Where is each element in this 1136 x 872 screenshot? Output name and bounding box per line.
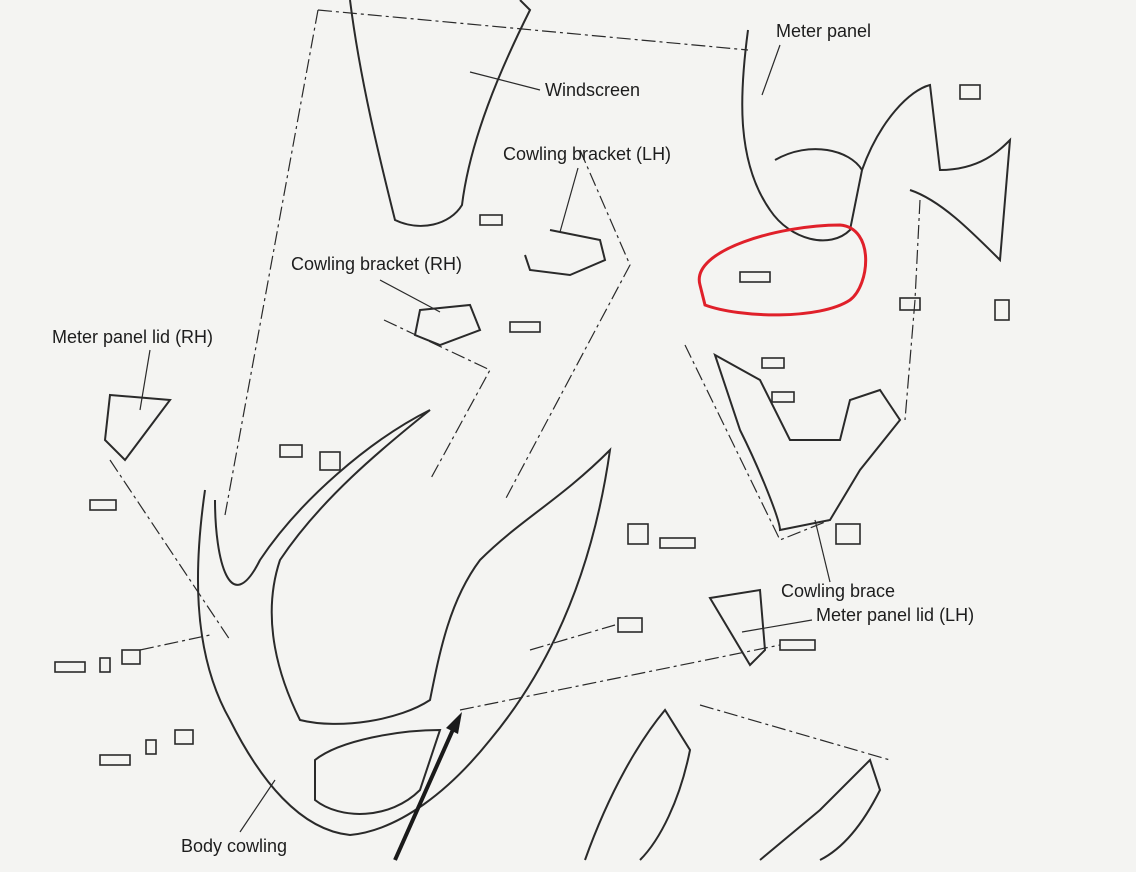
highlight-circle	[697, 223, 868, 317]
body-cowling-part	[196, 409, 612, 837]
meter-panel-part	[741, 29, 1012, 263]
cowling-bracket-lh-part	[524, 229, 607, 277]
meter-panel-lid-rh-part	[103, 393, 172, 462]
label-body-cowling: Body cowling	[181, 836, 288, 856]
label-meter-panel-lid-rh: Meter panel lid (RH)	[52, 327, 214, 347]
label-cowling-bracket-lh: Cowling bracket (LH)	[503, 144, 672, 164]
label-meter-panel: Meter panel	[776, 21, 872, 41]
pointer-arrow	[393, 724, 457, 861]
label-meter-panel-lid-lh: Meter panel lid (LH)	[816, 605, 975, 625]
label-windscreen: Windscreen	[545, 80, 641, 100]
label-cowling-bracket-rh: Cowling bracket (RH)	[291, 254, 463, 274]
meter-panel-lid-lh-part	[708, 588, 767, 667]
label-cowling-brace: Cowling brace	[781, 581, 896, 601]
windscreen-part	[349, 0, 532, 227]
cowling-bracket-rh-part	[413, 303, 482, 347]
cowling-brace-part	[713, 352, 902, 532]
